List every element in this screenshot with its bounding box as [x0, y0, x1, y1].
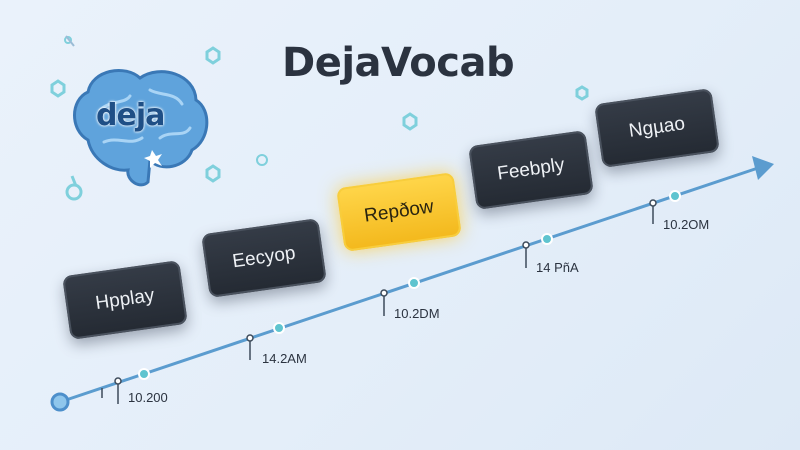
- word-card-label: Repðow: [362, 196, 435, 227]
- timeline-arrow-icon: [752, 156, 774, 180]
- word-card-label: Feebply: [495, 154, 566, 185]
- timeline-start-node: [50, 392, 70, 412]
- timestamp-label: 14.2AM: [262, 351, 307, 366]
- word-card-label: Ngµao: [627, 113, 687, 142]
- timestamp-label: 10.2OM: [663, 217, 710, 232]
- app-title: DejaVocab: [282, 40, 515, 86]
- hexagon-decoration: [50, 79, 66, 98]
- ring-decoration: [256, 154, 268, 166]
- hexagon-decoration: [402, 112, 418, 131]
- logo-text: deja: [96, 98, 165, 133]
- timestamp-label: 14 PñA: [536, 260, 579, 275]
- word-card-label: Eecyop: [231, 242, 297, 273]
- hexagon-decoration: [575, 85, 589, 101]
- brain-logo-icon: [73, 69, 209, 187]
- timestamp-label: 10.200: [128, 390, 168, 405]
- word-card-label: Hpplay: [94, 284, 156, 315]
- hexagon-decoration: [205, 46, 221, 65]
- hexagon-decoration: [205, 164, 221, 183]
- ring-decoration: [65, 183, 83, 201]
- timestamp-label: 10.2DM: [394, 306, 440, 321]
